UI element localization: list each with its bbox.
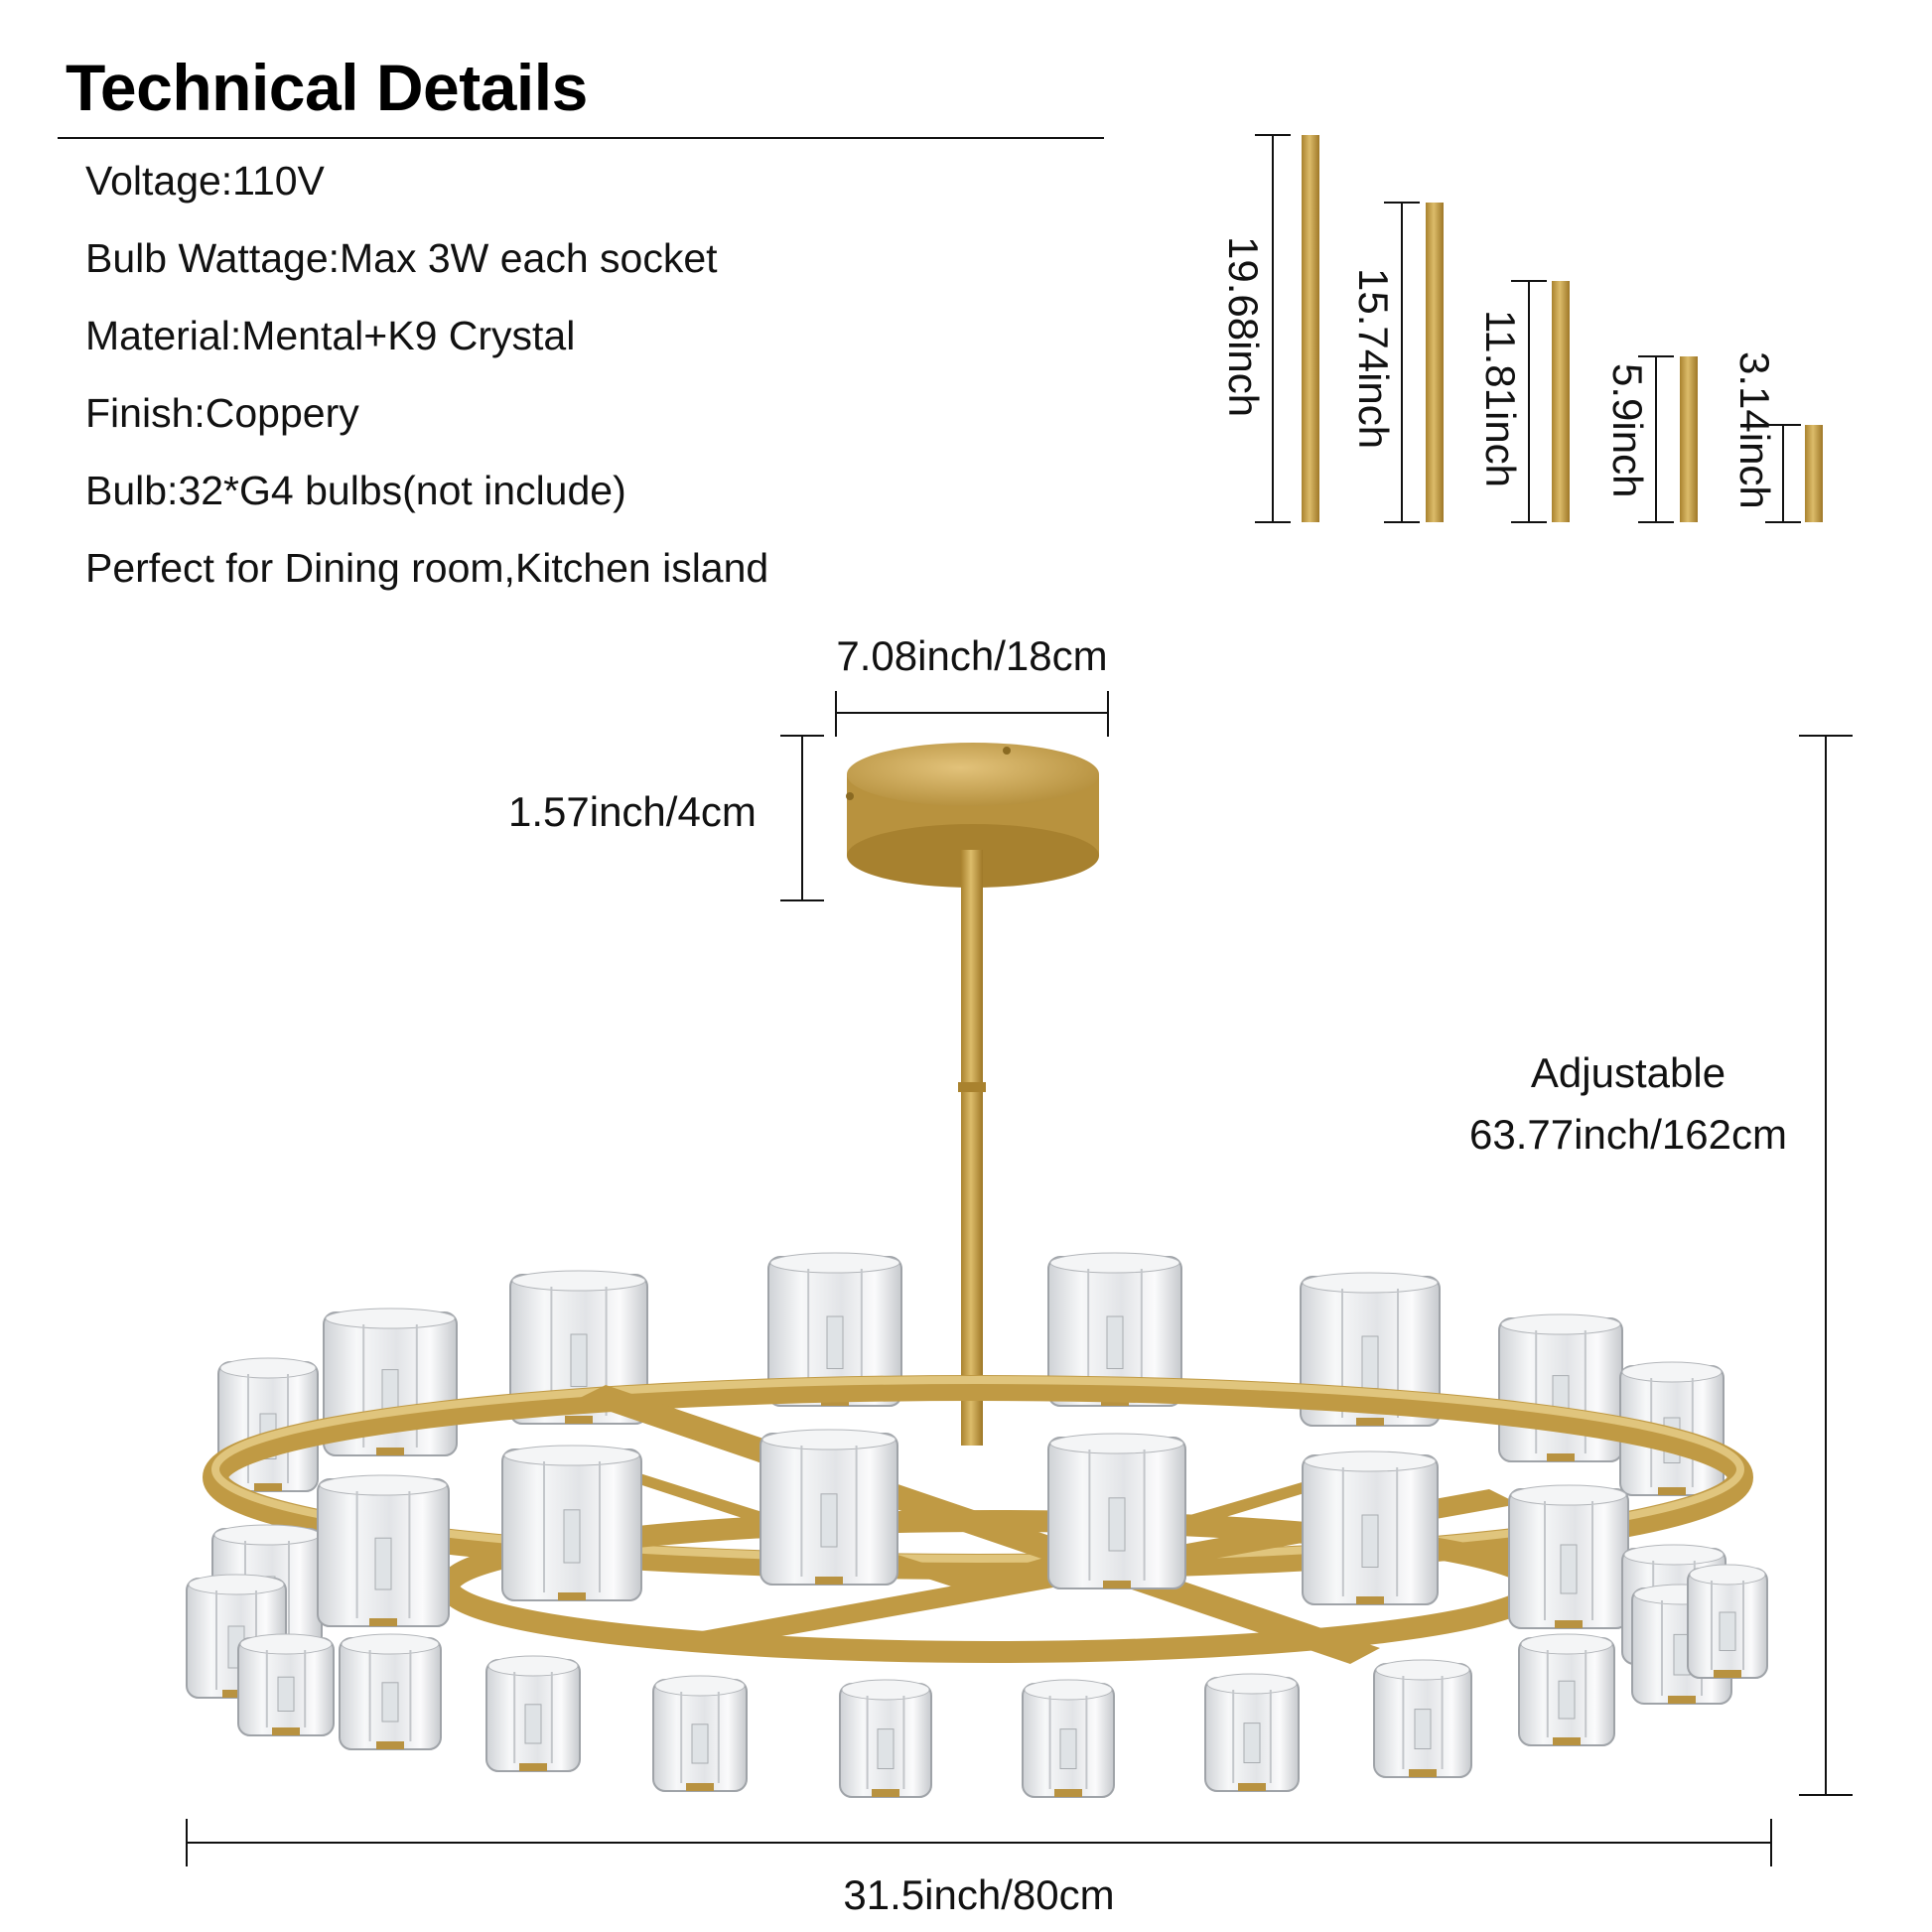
crystal-shade [501, 1445, 642, 1601]
spec-finish: Finish:Coppery [85, 390, 359, 436]
spec-voltage: Voltage:110V [85, 158, 325, 204]
rod-5-9 [1638, 355, 1698, 523]
rod-label-15-74: 15.74inch [1350, 268, 1397, 450]
crystal-shade [237, 1633, 335, 1736]
rod-label-5-9: 5.9inch [1604, 363, 1651, 498]
crystal-shade [767, 1252, 902, 1407]
crystal-shade [1302, 1450, 1439, 1605]
rod-19-68 [1255, 134, 1319, 523]
spec-bulb-wattage: Bulb Wattage:Max 3W each socket [85, 235, 718, 281]
crystal-shades-back [217, 1252, 1725, 1496]
dimension-lines [186, 691, 1853, 1866]
crystal-shade [317, 1474, 450, 1627]
center-downrod [961, 850, 983, 1446]
crystal-shade [485, 1655, 581, 1772]
crystal-shade [1022, 1679, 1115, 1798]
spec-bulb: Bulb:32*G4 bulbs(not include) [85, 468, 626, 513]
page-title: Technical Details [66, 51, 588, 124]
spec-material: Material:Mental+K9 Crystal [85, 313, 576, 358]
crystal-shade [1687, 1564, 1768, 1679]
crystal-shade [339, 1633, 442, 1750]
crystal-shade [1518, 1633, 1615, 1746]
rod-label-19-68: 19.68inch [1220, 236, 1267, 418]
rod-label-3-14: 3.14inch [1731, 351, 1778, 509]
crystal-shade [1047, 1433, 1186, 1589]
spec-list: Voltage:110V Bulb Wattage:Max 3W each so… [85, 151, 768, 616]
total-height-label: 63.77inch/162cm [1469, 1111, 1787, 1158]
downrod-set [1255, 134, 1823, 523]
crystal-shade [1498, 1313, 1623, 1462]
width-label: 31.5inch/80cm [843, 1871, 1115, 1918]
title-divider [58, 137, 1104, 139]
rod-3-14 [1765, 424, 1823, 523]
rod-15-74 [1384, 202, 1444, 523]
outer-ring [203, 1375, 1753, 1580]
canopy-height-label: 1.57inch/4cm [508, 788, 757, 835]
crystal-shade [759, 1429, 898, 1586]
chandelier [186, 743, 1768, 1798]
spec-usage: Perfect for Dining room,Kitchen island [85, 545, 769, 591]
crystal-shade [839, 1679, 932, 1798]
crystal-shade [652, 1675, 748, 1792]
rod-label-11-81: 11.81inch [1477, 310, 1524, 488]
crystal-shade [1204, 1673, 1300, 1792]
crystal-shade [1047, 1252, 1182, 1407]
crystal-shades-front [186, 1429, 1768, 1798]
rod-11-81 [1511, 280, 1570, 523]
crystal-shade [1373, 1659, 1472, 1778]
adjustable-label: Adjustable [1530, 1049, 1726, 1096]
canopy-width-label: 7.08inch/18cm [836, 632, 1108, 679]
crystal-shade [1508, 1484, 1629, 1629]
